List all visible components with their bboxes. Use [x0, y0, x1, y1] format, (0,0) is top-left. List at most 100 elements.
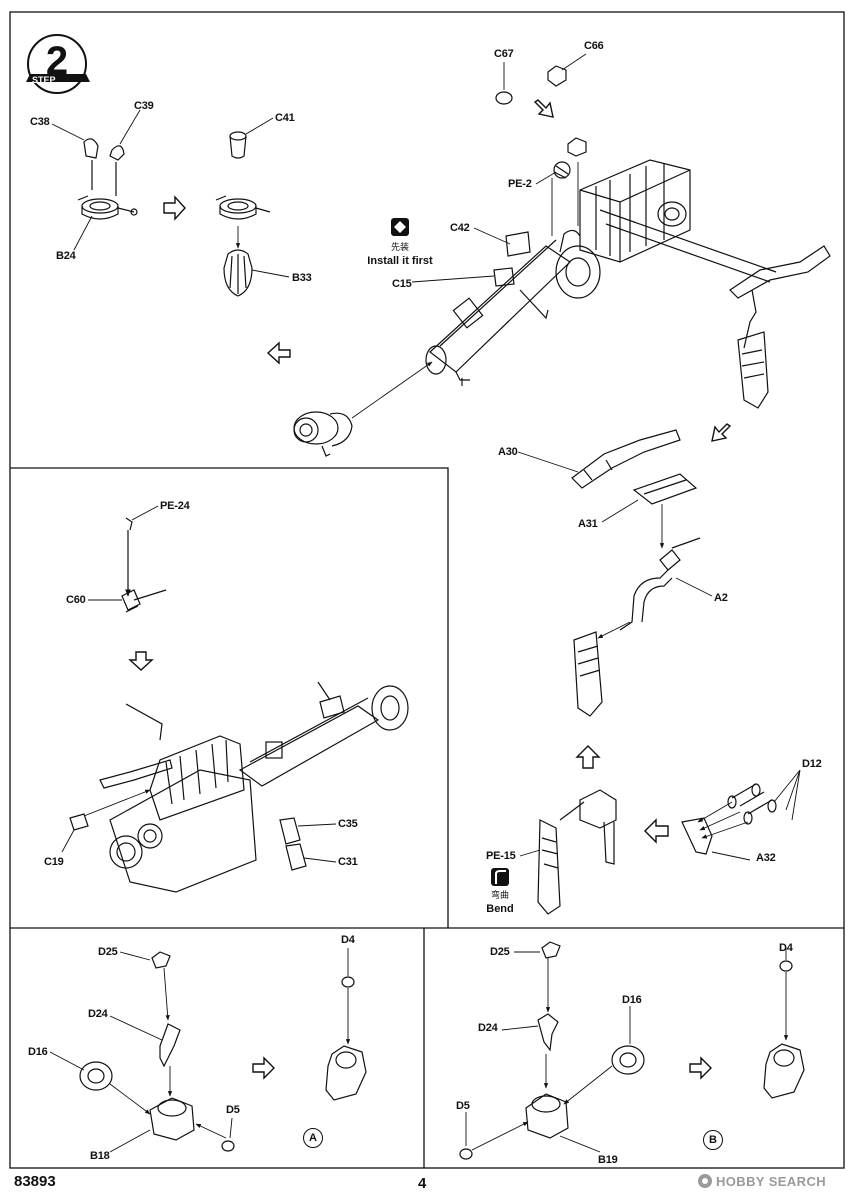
part-d25 — [541, 941, 561, 959]
subassembly-marker-a: A — [303, 1128, 323, 1148]
step-word: STEP — [32, 75, 56, 85]
part-d24 — [159, 1023, 181, 1068]
process-arrow — [689, 1056, 712, 1080]
part-label-a32: A32 — [756, 852, 776, 864]
part-c15 — [493, 267, 515, 287]
part-label-d16-b: D16 — [622, 994, 642, 1006]
muffler — [737, 331, 769, 409]
bend-icon — [491, 868, 509, 886]
part-label-c38: C38 — [30, 116, 50, 128]
install-first-note: 先装 Install it first — [364, 242, 436, 268]
part-d16 — [79, 1061, 113, 1091]
part-d4 — [341, 976, 355, 988]
process-arrow — [163, 195, 186, 221]
part-a31 — [632, 473, 698, 505]
part-label-c60: C60 — [66, 594, 86, 606]
part-d16 — [611, 1045, 645, 1075]
install-first-icon — [391, 218, 409, 236]
subpanel-border — [10, 467, 449, 928]
part-c19 — [69, 813, 89, 831]
part-a30 — [571, 429, 681, 489]
part-label-d4-b: D4 — [779, 942, 793, 954]
assembly-b33 — [215, 131, 271, 297]
part-c39 — [109, 145, 125, 161]
part-label-c31: C31 — [338, 856, 358, 868]
bend-en: Bend — [486, 903, 514, 915]
part-label-b24: B24 — [56, 250, 76, 262]
page-frame — [9, 11, 845, 1169]
part-c42 — [505, 231, 531, 257]
bend-cn: 弯曲 — [490, 891, 509, 901]
sub-assembly-c60 — [121, 517, 167, 613]
part-b18 — [149, 1097, 195, 1141]
part-c66 — [547, 65, 567, 87]
part-label-pe24: PE-24 — [160, 500, 190, 512]
part-d4 — [779, 960, 793, 972]
engine-transmission-assembly — [69, 681, 409, 893]
page-number: 4 — [418, 1175, 427, 1192]
part-label-c41: C41 — [275, 112, 295, 124]
exhaust-manifold — [729, 245, 831, 299]
part-label-pe2: PE-2 — [508, 178, 532, 190]
part-label-c39: C39 — [134, 100, 154, 112]
bend-note: 弯曲 Bend — [478, 890, 522, 916]
part-d25 — [151, 951, 171, 969]
part-label-b19: B19 — [598, 1154, 618, 1166]
part-label-d5-a: D5 — [226, 1104, 240, 1116]
part-pe2 — [553, 161, 571, 179]
part-label-a30: A30 — [498, 446, 518, 458]
part-label-c42: C42 — [450, 222, 470, 234]
watermark-logo — [698, 1174, 712, 1188]
process-arrow — [128, 651, 154, 671]
part-label-d24-a: D24 — [88, 1008, 108, 1020]
part-pe24 — [125, 517, 133, 531]
part-label-d5-b: D5 — [456, 1100, 470, 1112]
step-number: 2 — [45, 39, 69, 83]
step-badge — [26, 34, 90, 94]
part-label-d12: D12 — [802, 758, 822, 770]
muffler-a — [573, 631, 603, 717]
part-label-b33: B33 — [292, 272, 312, 284]
process-arrow — [711, 423, 732, 442]
install-first-en: Install it first — [367, 255, 433, 267]
sub-assembly-a — [79, 951, 367, 1152]
part-d12 — [727, 783, 777, 825]
main-transmission-assembly — [293, 65, 831, 457]
part-d5 — [459, 1148, 473, 1160]
part-label-c35: C35 — [338, 818, 358, 830]
part-label-d25-b: D25 — [490, 946, 510, 958]
watermark-text: HOBBY SEARCH — [716, 1174, 827, 1189]
process-arrow — [644, 818, 669, 844]
part-label-c67: C67 — [494, 48, 514, 60]
process-arrows — [128, 99, 732, 1080]
step-badge-text: 2 STEP — [24, 36, 90, 96]
part-label-d24-b: D24 — [478, 1022, 498, 1034]
process-arrow — [266, 341, 291, 365]
process-arrow — [533, 99, 554, 118]
process-arrow — [252, 1056, 275, 1080]
part-c38 — [83, 138, 99, 159]
part-pe15 — [537, 819, 561, 915]
part-b19 — [525, 1093, 569, 1139]
part-c67 — [495, 91, 513, 105]
part-label-a2: A2 — [714, 592, 728, 604]
part-label-c19: C19 — [44, 856, 64, 868]
subassembly-marker-b: B — [703, 1130, 723, 1150]
exhaust-subassembly — [537, 429, 777, 915]
part-label-b18: B18 — [90, 1150, 110, 1162]
process-arrow — [575, 745, 601, 769]
install-first-cn: 先装 — [390, 243, 409, 253]
part-label-a31: A31 — [578, 518, 598, 530]
part-d5 — [221, 1140, 235, 1152]
sub-assembly-b — [459, 941, 805, 1160]
part-d24 — [537, 1013, 559, 1052]
part-label-d25-a: D25 — [98, 946, 118, 958]
part-c31 — [285, 843, 307, 871]
part-label-c66: C66 — [584, 40, 604, 52]
assembly-b24 — [77, 138, 138, 220]
part-label-d16-a: D16 — [28, 1046, 48, 1058]
part-c60 — [121, 589, 141, 611]
kit-number: 83893 — [14, 1173, 56, 1190]
part-label-pe15: PE-15 — [486, 850, 516, 862]
